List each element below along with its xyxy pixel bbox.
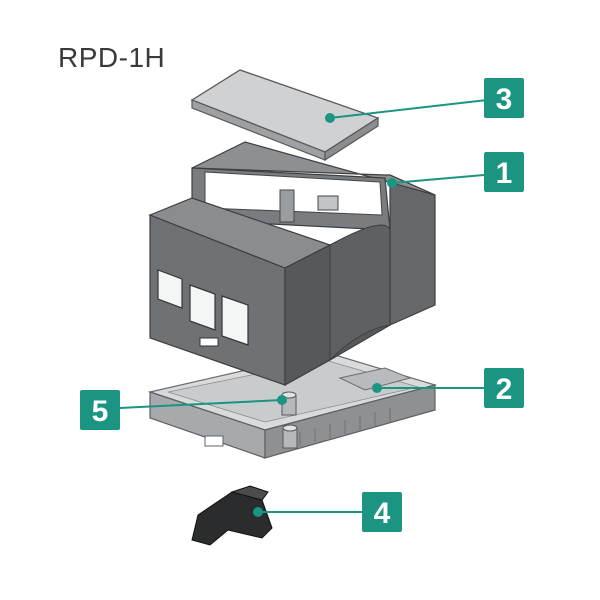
callout-5-badge: [80, 390, 120, 430]
callout-2-badge: [484, 368, 524, 408]
callout-1-badge: [484, 152, 524, 192]
callout-1-number: 1: [496, 157, 513, 190]
callout-3-number: 3: [496, 83, 513, 116]
callout-5-number: 5: [92, 395, 109, 428]
din-rail-clip: [191, 485, 273, 546]
callout-2: 2: [484, 368, 524, 408]
lid: [190, 69, 380, 162]
callout-leaders: [119, 99, 488, 513]
callout-3: 3: [484, 78, 524, 118]
callout-1: 1: [484, 152, 524, 192]
callout-5: 5: [80, 390, 120, 430]
mounting-post: [281, 391, 298, 449]
base-plate: [147, 351, 438, 459]
callout-4-badge: [362, 492, 402, 532]
callout-dots: [253, 113, 397, 517]
housing: [148, 141, 436, 387]
product-title: RPD-1H: [58, 42, 166, 73]
callout-3-badge: [484, 78, 524, 118]
callout-4-number: 4: [374, 497, 391, 530]
callout-2-number: 2: [496, 373, 513, 406]
callout-4: 4: [362, 492, 402, 532]
